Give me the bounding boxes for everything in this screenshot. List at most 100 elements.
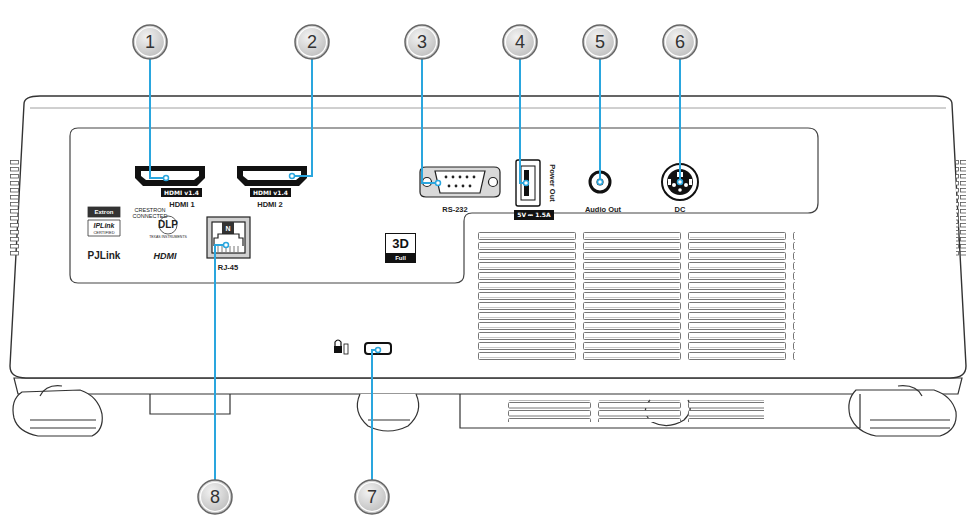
- projector-base: [870, 420, 950, 428]
- leader-line: [292, 59, 312, 176]
- port-name: Audio Out: [585, 206, 621, 214]
- leader-end-dot: [224, 243, 229, 248]
- rs232-port: [452, 176, 455, 179]
- port-name: RS-232: [442, 206, 467, 214]
- leader-line: [215, 245, 226, 480]
- rs232-port: [489, 178, 498, 187]
- dc-jack: [684, 183, 688, 187]
- callout-ring: [298, 28, 327, 57]
- rj45-port: [212, 222, 245, 253]
- callout-ring: [201, 483, 230, 512]
- kensington-slot: [334, 346, 342, 353]
- leader-end-dot: [678, 180, 683, 185]
- leader-line: [372, 350, 378, 480]
- callout-circle: [583, 25, 617, 59]
- port-name: Power Out: [548, 164, 556, 202]
- callout-ring: [506, 28, 535, 57]
- callout-number: 7: [367, 488, 377, 506]
- callout-number: 2: [307, 33, 317, 51]
- callout-ring: [136, 28, 695, 512]
- rs232-port: [435, 171, 485, 193]
- callout-ring: [408, 28, 437, 57]
- rj45-port: [207, 217, 250, 258]
- kensington-slot: [365, 343, 391, 354]
- hdmi-port: [243, 171, 301, 180]
- leader-end-dot: [598, 180, 603, 185]
- projector-base: [849, 390, 956, 436]
- callout-circle: [663, 25, 697, 59]
- projector-body: [10, 158, 20, 258]
- leader-end-dot: [164, 174, 683, 353]
- rs232-port: [445, 176, 448, 179]
- callout-circle: [133, 25, 697, 514]
- kensington-slot: [335, 340, 341, 346]
- logo-text: CRESTRON CONNECTED: [130, 207, 170, 219]
- logo-text: IPLink: [93, 222, 114, 229]
- projector-base: [150, 394, 230, 414]
- leader-line: [150, 59, 680, 480]
- callout-number: 5: [595, 33, 605, 51]
- callout-circle: [133, 25, 167, 59]
- callout-number: 6: [675, 33, 685, 51]
- rs232-port: [448, 185, 451, 188]
- rj45-port: [230, 246, 231, 252]
- projector-body: [478, 232, 795, 362]
- logo-text: CERTIFIED: [93, 231, 114, 235]
- projector-base: [13, 390, 102, 436]
- usb-port: [524, 170, 529, 196]
- logo-text: Extron: [94, 209, 113, 215]
- dc-jack: [672, 183, 676, 187]
- callout-number: 1: [145, 33, 155, 51]
- leader-line: [599, 59, 601, 180]
- rs232-port: [473, 176, 476, 179]
- logo-text: HDMI: [154, 252, 177, 261]
- projector-base: [460, 394, 860, 428]
- leader-end-dot: [436, 181, 441, 186]
- leader-line: [150, 59, 166, 178]
- port-name: HDMI 2: [257, 201, 282, 209]
- projector-body: [10, 96, 966, 378]
- projector-base: [30, 420, 96, 428]
- rj45-port: [234, 246, 235, 252]
- rs232-port: [469, 185, 472, 188]
- leader-end-dot: [524, 181, 529, 186]
- badge-heading: 3D: [392, 237, 409, 250]
- logo-frame: [88, 220, 120, 236]
- port-name: DC: [675, 206, 686, 214]
- callout-circle: [355, 480, 389, 514]
- leader-line: [679, 59, 681, 180]
- port-name: RJ-45: [218, 264, 238, 272]
- spec-badge: HDMI v1.4: [161, 188, 202, 197]
- rs232-port: [466, 176, 469, 179]
- dc-jack: [689, 179, 692, 185]
- hdmi-port: [135, 166, 205, 186]
- rs232-port: [462, 185, 465, 188]
- callout-ring: [358, 483, 387, 512]
- projector-base: [898, 386, 922, 396]
- spec-badge: 5V ⎓ 1.5A: [514, 210, 554, 220]
- logo-frame: [88, 207, 177, 236]
- logo-text: TEXAS INSTRUMENTS: [149, 236, 187, 240]
- callout-circle: [295, 25, 329, 59]
- port-name: HDMI 1: [169, 201, 194, 209]
- usb-port: [521, 166, 535, 200]
- callout-circle: [198, 480, 232, 514]
- audio-jack: [597, 179, 604, 186]
- dc-jack: [678, 188, 682, 192]
- callout-number: 3: [417, 33, 427, 51]
- projector-body: [30, 108, 946, 109]
- rs232-port: [459, 176, 462, 179]
- badge-text: HDMI v1.4: [164, 190, 199, 196]
- leader-line: [422, 59, 438, 183]
- callout-circle: [503, 25, 537, 59]
- projector-base: [506, 400, 764, 422]
- callout-number: 8: [210, 488, 220, 506]
- projector-body: [956, 158, 966, 258]
- dc-jack: [668, 179, 671, 185]
- rj45-port: [222, 222, 234, 234]
- badge-text: 5V ⎓ 1.5A: [517, 212, 550, 218]
- hdmi-port: [135, 166, 205, 186]
- feature-badge: 3DFull: [385, 233, 416, 263]
- projector-base: [368, 419, 410, 420]
